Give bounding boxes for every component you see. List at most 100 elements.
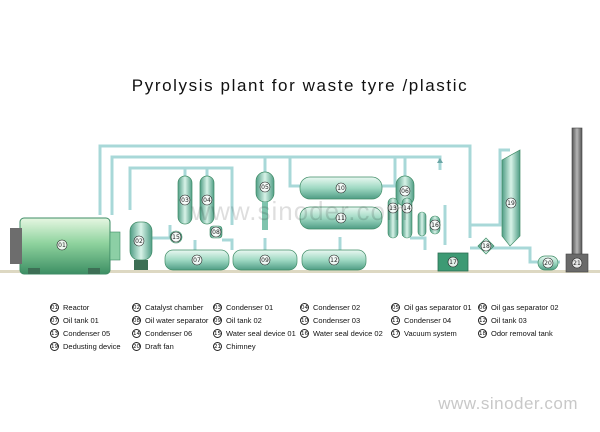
legend-item-06: 06 Oil gas separator 02 bbox=[478, 301, 559, 313]
svg-text:10: 10 bbox=[337, 185, 345, 192]
legend-label: Condenser 05 bbox=[63, 328, 111, 338]
svg-text:14: 14 bbox=[403, 205, 411, 212]
legend-item-11: 11 Condenser 04 bbox=[391, 314, 451, 326]
svg-text:03: 03 bbox=[181, 197, 189, 204]
equipment-badge-21: 21 bbox=[571, 257, 583, 269]
legend-number-badge: 02 bbox=[132, 302, 141, 312]
equipment-badge-10: 10 bbox=[335, 182, 347, 194]
equipment-badge-14: 14 bbox=[401, 202, 413, 214]
legend-label: Draft fan bbox=[145, 341, 174, 351]
legend-label: Condenser 02 bbox=[313, 302, 361, 312]
svg-text:18: 18 bbox=[482, 243, 490, 250]
svg-text:09: 09 bbox=[261, 257, 269, 264]
equipment-badge-05: 05 bbox=[259, 181, 271, 193]
svg-text:20: 20 bbox=[544, 260, 552, 267]
equipment-badge-18: 18 bbox=[480, 240, 492, 252]
equipment-badge-09: 09 bbox=[259, 254, 271, 266]
svg-text:13: 13 bbox=[389, 205, 397, 212]
legend-label: Condenser 06 bbox=[145, 328, 193, 338]
equipment-badge-07: 07 bbox=[191, 254, 203, 266]
legend-number-badge: 12 bbox=[478, 315, 487, 325]
legend-item-15: 15 Water seal device 01 bbox=[213, 327, 296, 339]
legend-number-badge: 07 bbox=[50, 315, 59, 325]
svg-text:11: 11 bbox=[337, 215, 345, 222]
legend-label: Oil water separator bbox=[145, 315, 209, 325]
equipment-badge-13: 13 bbox=[387, 202, 399, 214]
legend-number-badge: 08 bbox=[132, 315, 141, 325]
legend-number-badge: 20 bbox=[132, 341, 141, 351]
equipment-badge-20: 20 bbox=[542, 257, 554, 269]
svg-text:17: 17 bbox=[449, 259, 457, 266]
legend-item-08: 08 Oil water separator bbox=[132, 314, 208, 326]
legend-item-17: 17 Vacuum system bbox=[391, 327, 457, 339]
process-flow-diagram: 01 02 03 04 05 06 07 08 09 10 11 12 13 14 15 16 17 18 19 20… bbox=[0, 127, 600, 275]
legend-item-04: 04 Condenser 02 bbox=[300, 301, 360, 313]
legend-label: Condenser 01 bbox=[226, 302, 274, 312]
legend-item-19: 19 Dedusting device bbox=[50, 340, 121, 352]
legend-number-badge: 16 bbox=[300, 328, 309, 338]
legend-item-16: 16 Water seal device 02 bbox=[300, 327, 383, 339]
equipment-badge-08: 08 bbox=[210, 226, 222, 238]
svg-text:08: 08 bbox=[212, 229, 220, 236]
svg-text:15: 15 bbox=[172, 234, 180, 241]
equipment-badge-17: 17 bbox=[447, 256, 459, 268]
legend-number-badge: 21 bbox=[213, 341, 222, 351]
legend-number-badge: 09 bbox=[213, 315, 222, 325]
legend-item-01: 01 Reactor bbox=[50, 301, 89, 313]
legend-label: Condenser 04 bbox=[404, 315, 452, 325]
legend-item-21: 21 Chimney bbox=[213, 340, 256, 352]
legend-item-02: 02 Catalyst chamber bbox=[132, 301, 203, 313]
legend-label: Water seal device 01 bbox=[226, 328, 296, 338]
legend-label: Catalyst chamber bbox=[145, 302, 204, 312]
legend-number-badge: 01 bbox=[50, 302, 59, 312]
legend-number-badge: 11 bbox=[391, 315, 400, 325]
legend-label: Vacuum system bbox=[404, 328, 457, 338]
legend-label: Condenser 03 bbox=[313, 315, 361, 325]
equipment-badge-11: 11 bbox=[335, 212, 347, 224]
equipment-badge-16: 16 bbox=[429, 219, 441, 231]
equipment-badge-02: 02 bbox=[133, 235, 145, 247]
footer-url: www.sinoder.com bbox=[438, 394, 578, 413]
equipment-badge-15: 15 bbox=[170, 231, 182, 243]
reactor bbox=[10, 217, 121, 275]
legend-label: Odor removal tank bbox=[491, 328, 553, 338]
legend-number-badge: 14 bbox=[132, 328, 141, 338]
svg-text:12: 12 bbox=[330, 257, 338, 264]
legend-label: Reactor bbox=[63, 302, 90, 312]
legend-number-badge: 04 bbox=[300, 302, 309, 312]
equipment-badge-06: 06 bbox=[399, 185, 411, 197]
svg-text:07: 07 bbox=[193, 257, 201, 264]
arrow-up-icon bbox=[437, 158, 443, 163]
legend-number-badge: 13 bbox=[50, 328, 59, 338]
diagram-title: Pyrolysis plant for waste tyre /plastic bbox=[131, 76, 469, 95]
legend-item-20: 20 Draft fan bbox=[132, 340, 174, 352]
legend-item-10: 10 Condenser 03 bbox=[300, 314, 360, 326]
equipment-badge-04: 04 bbox=[201, 194, 213, 206]
legend-label: Oil gas separator 01 bbox=[404, 302, 472, 312]
legend-label: Dedusting device bbox=[63, 341, 121, 351]
legend-number-badge: 06 bbox=[478, 302, 487, 312]
legend-number-badge: 17 bbox=[391, 328, 400, 338]
svg-text:05: 05 bbox=[261, 184, 269, 191]
legend-label: Water seal device 02 bbox=[313, 328, 383, 338]
legend-number-badge: 03 bbox=[213, 302, 222, 312]
legend-item-14: 14 Condenser 06 bbox=[132, 327, 192, 339]
equipment-badge-19: 19 bbox=[505, 197, 517, 209]
legend-number-badge: 19 bbox=[50, 341, 59, 351]
equipment-badge-03: 03 bbox=[179, 194, 191, 206]
equipment-badge-12: 12 bbox=[328, 254, 340, 266]
equipment-number-badges: 01 02 03 04 05 06 07 08 09 10 11 12 13 14 15 16 17 18 19 20… bbox=[56, 181, 583, 269]
legend-label: Oil gas separator 02 bbox=[491, 302, 559, 312]
legend-item-13: 13 Condenser 05 bbox=[50, 327, 110, 339]
legend-label: Chimney bbox=[226, 341, 256, 351]
legend-number-badge: 10 bbox=[300, 315, 309, 325]
legend-number-badge: 15 bbox=[213, 328, 222, 338]
svg-text:02: 02 bbox=[135, 238, 143, 245]
svg-text:01: 01 bbox=[58, 242, 66, 249]
